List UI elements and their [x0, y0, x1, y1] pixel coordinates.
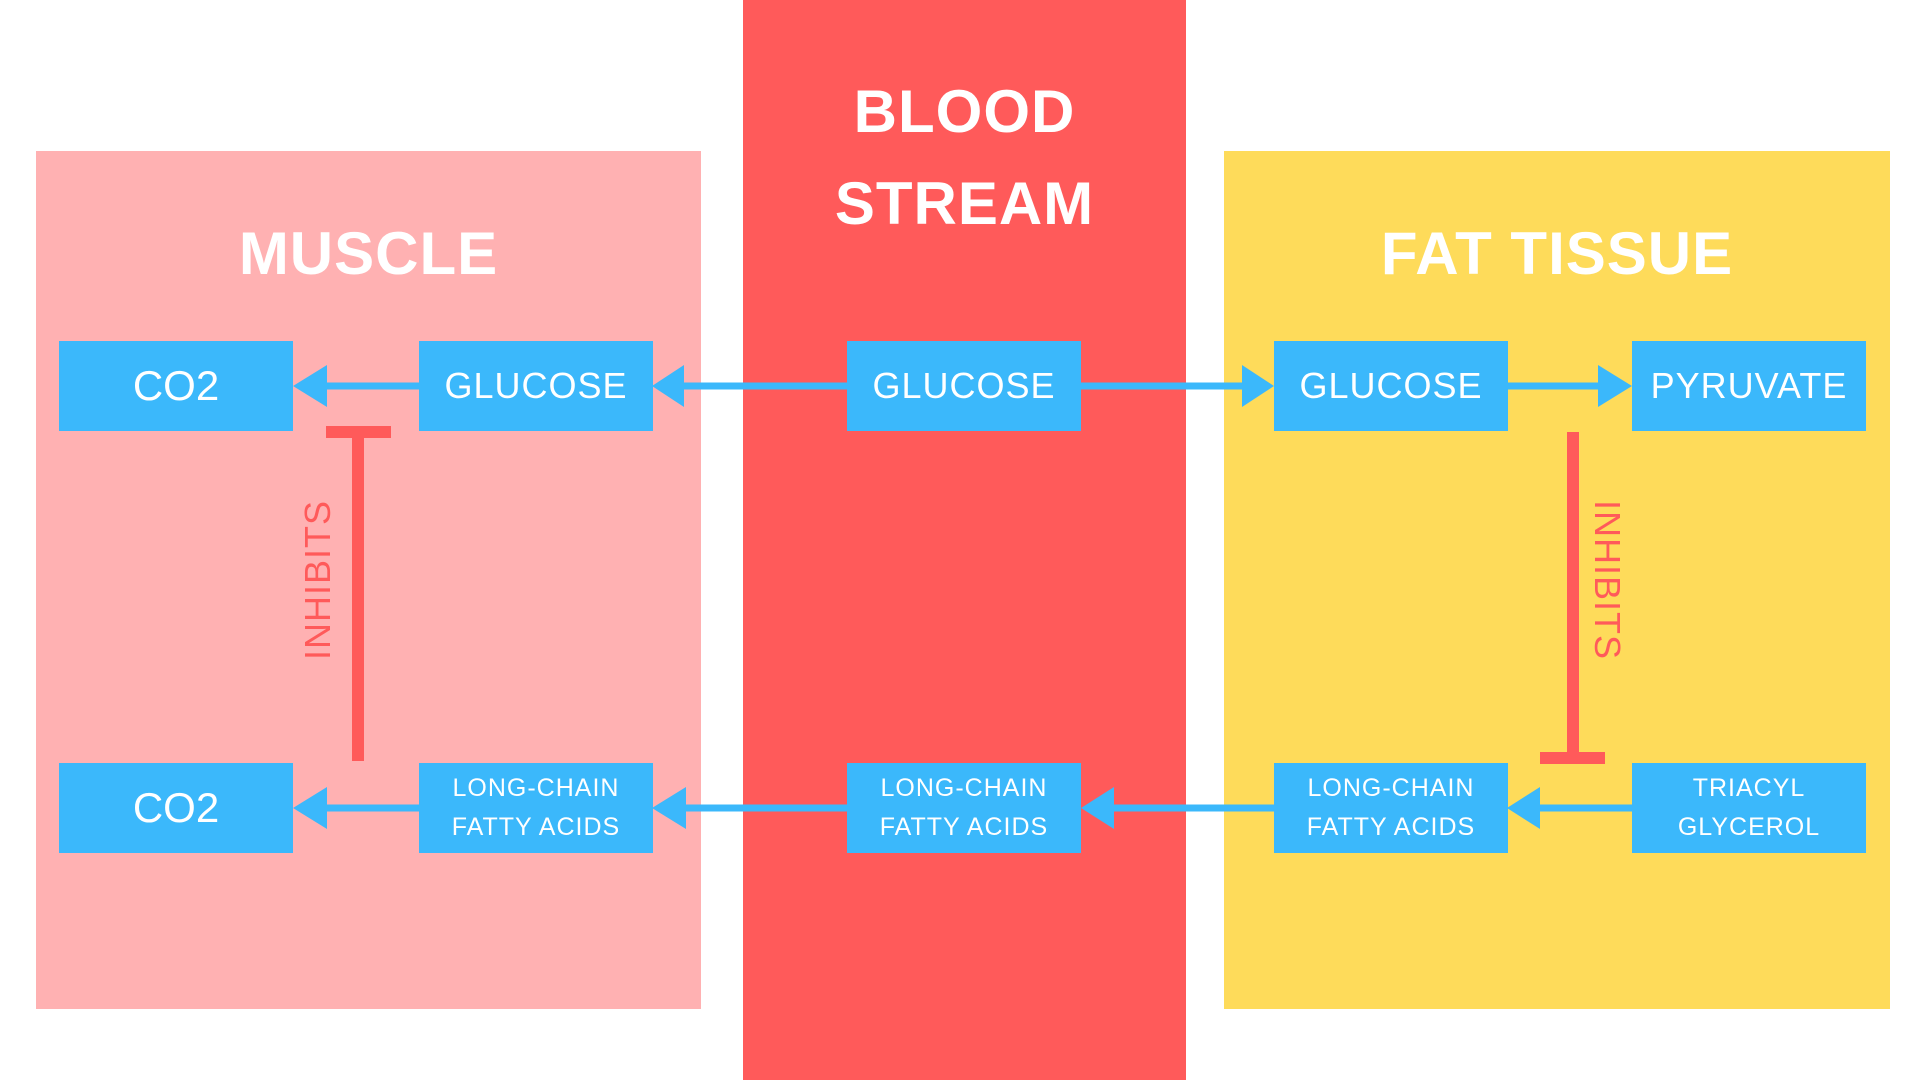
blood-fatty-line1: LONG-CHAIN: [880, 774, 1048, 802]
blood-fatty-line2: FATTY ACIDS: [879, 813, 1049, 841]
blood-glucose-box: GLUCOSE: [847, 341, 1081, 431]
muscle-co2-top-box: CO2: [59, 341, 293, 431]
fat-pyruvate-box: PYRUVATE: [1632, 341, 1866, 431]
muscle-fatty-line1: LONG-CHAIN: [452, 774, 620, 802]
fat-fatty-line1: LONG-CHAIN: [1307, 774, 1475, 802]
muscle-glucose-box: GLUCOSE: [419, 341, 653, 431]
fat-glucose-box: GLUCOSE: [1274, 341, 1508, 431]
muscle-fatty-line2: FATTY ACIDS: [451, 813, 621, 841]
blood-fatty-acids-box: LONG-CHAIN FATTY ACIDS: [847, 763, 1081, 853]
triacyl-line1: TRIACYL: [1692, 774, 1806, 802]
triacylglycerol-box: TRIACYL GLYCEROL: [1632, 763, 1866, 853]
fat-tissue-region: FAT TISSUE: [1224, 151, 1890, 1009]
muscle-title: MUSCLE: [238, 220, 499, 287]
blood-title-line1: BLOOD: [853, 78, 1076, 145]
fat-tissue-title: FAT TISSUE: [1380, 220, 1734, 287]
triacyl-line2: GLYCEROL: [1677, 813, 1821, 841]
fat-fatty-acids-box: LONG-CHAIN FATTY ACIDS: [1274, 763, 1508, 853]
muscle-region: MUSCLE: [36, 151, 701, 1009]
blood-stream-region: BLOOD STREAM: [743, 0, 1186, 1080]
muscle-co2-bottom-box: CO2: [59, 763, 293, 853]
muscle-fatty-acids-box: LONG-CHAIN FATTY ACIDS: [419, 763, 653, 853]
fat-fatty-line2: FATTY ACIDS: [1306, 813, 1476, 841]
inhibits-label-muscle: INHIBITS: [297, 499, 338, 661]
blood-title-line2: STREAM: [834, 170, 1095, 237]
inhibits-label-fat: INHIBITS: [1587, 499, 1628, 661]
blood-stream-title: BLOOD STREAM: [743, 66, 1186, 250]
